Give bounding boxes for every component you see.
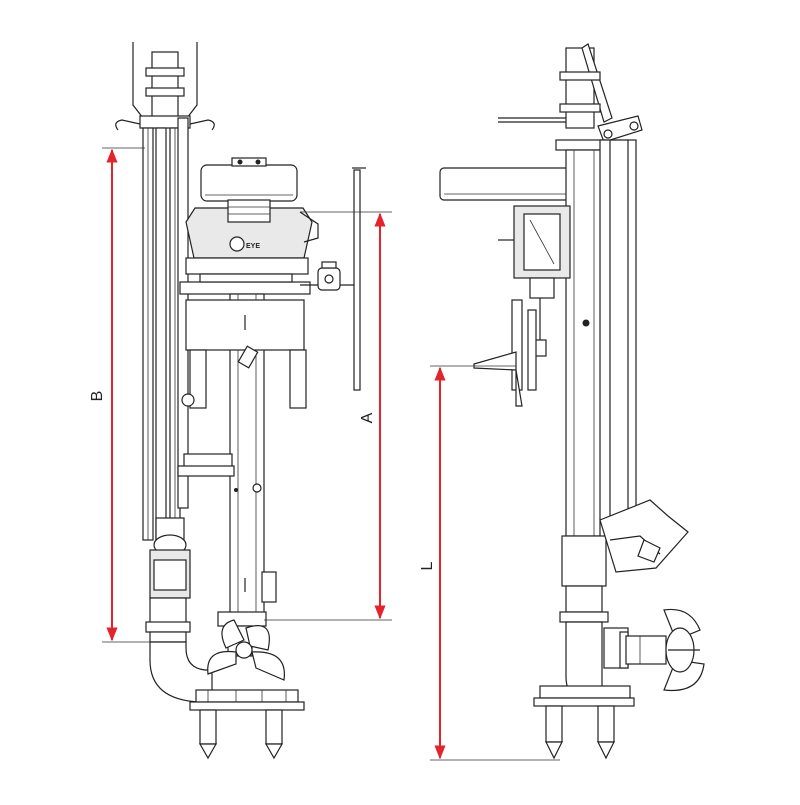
side-propeller [663, 608, 705, 692]
guide-shoe [149, 517, 191, 599]
level-probe [352, 167, 366, 391]
side-bracket [599, 499, 689, 573]
lifting-bail [115, 42, 215, 131]
side-view [439, 43, 705, 760]
central-column [177, 293, 307, 615]
side-guide-plate [473, 299, 537, 407]
propeller [207, 611, 285, 681]
oil-chamber [300, 261, 354, 291]
logo-text: EYE [246, 243, 260, 250]
side-gearbox [498, 205, 590, 357]
discharge-pipe [145, 597, 213, 703]
dimension-A-label: A [359, 412, 376, 423]
gearbox-body: EYE [179, 199, 319, 295]
side-discharge [559, 535, 667, 701]
dimension-L: L [419, 365, 560, 761]
dimension-B-label: B [89, 391, 106, 402]
dimension-B: B [89, 147, 150, 643]
motor-housing [200, 157, 298, 202]
side-motor-housing [439, 167, 571, 201]
side-column [565, 139, 637, 541]
dimension-A: A [264, 211, 392, 621]
base-plate [189, 689, 305, 760]
side-base-plate [533, 685, 635, 760]
front-view: EYE [115, 42, 366, 760]
side-lifting-handle [498, 43, 643, 151]
dimension-L-label: L [419, 561, 436, 570]
guide-rail [142, 117, 189, 541]
